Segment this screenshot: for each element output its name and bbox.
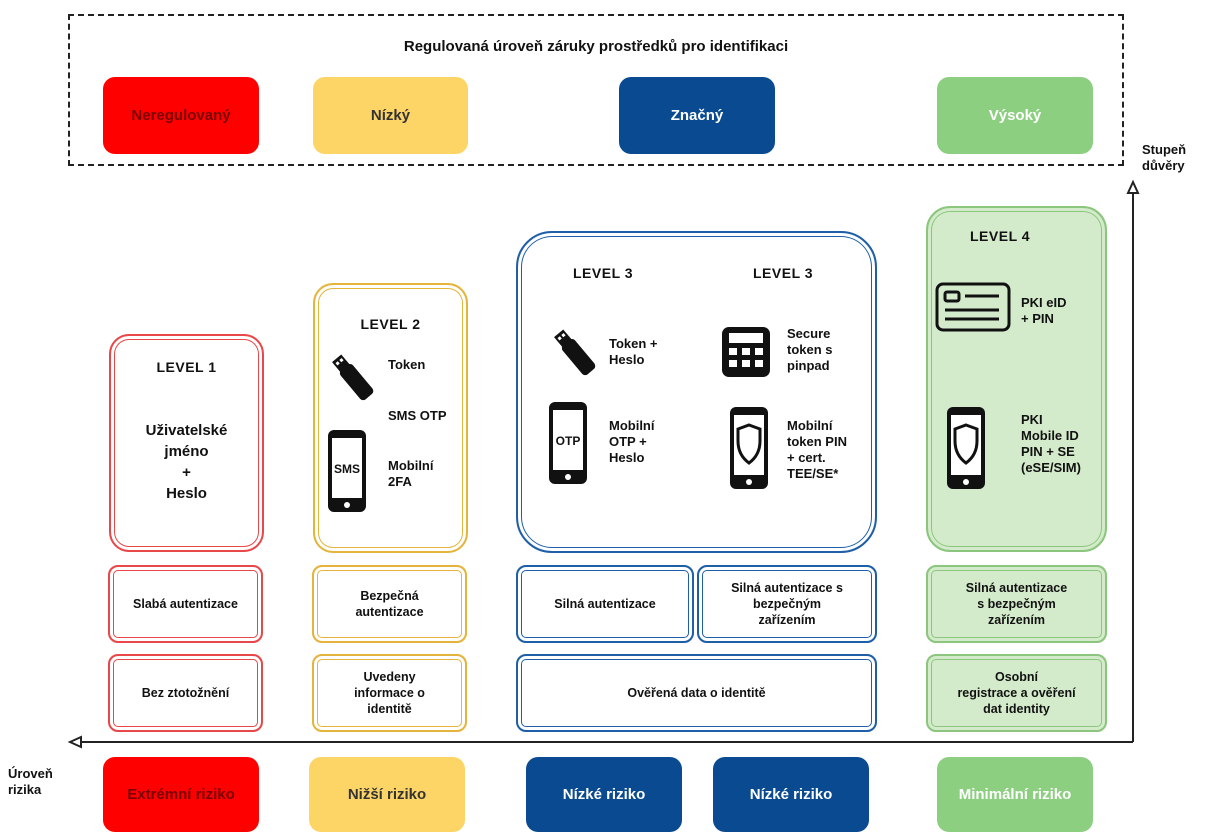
level3a-auth: Silná autentizace: [516, 565, 694, 643]
assurance-title: Regulovaná úroveň záruky prostředků pro …: [403, 38, 789, 55]
level1-title: LEVEL 1: [156, 359, 217, 375]
sms-phone-text: SMS: [333, 462, 360, 476]
level3b-title: LEVEL 3: [753, 265, 814, 281]
risk-lower: Nižší riziko: [309, 757, 465, 832]
level3-identity: Ověřená data o identitě: [516, 654, 877, 732]
level4-title: LEVEL 4: [970, 228, 1031, 244]
usb-token-icon: [554, 329, 596, 376]
otp-phone-text: OTP: [555, 434, 581, 448]
level1-auth: Slabá autentizace: [108, 565, 263, 643]
assurance-neregulovany: Neregulovaný: [103, 77, 259, 154]
risk-extreme: Extrémní riziko: [103, 757, 259, 832]
level1-card: [109, 334, 264, 552]
shield-phone-icon: [730, 407, 768, 489]
usb-token-icon: [332, 354, 374, 401]
level2-sms-otp-label: SMS OTP: [388, 408, 447, 423]
level3a-title: LEVEL 3: [573, 265, 634, 281]
risk-low-1: Nízké riziko: [526, 757, 682, 832]
level3-card: [516, 231, 877, 553]
assurance-region: [68, 14, 1124, 166]
pinpad-token-icon: [722, 327, 770, 377]
level2-token-label: Token: [388, 357, 426, 372]
sms-phone-icon: [328, 430, 366, 512]
assurance-znacny: Značný: [619, 77, 775, 154]
level1-identity: Bez ztotožnění: [108, 654, 263, 732]
level4-card: [926, 206, 1107, 552]
level2-title: LEVEL 2: [360, 316, 421, 332]
risk-low-2: Nízké riziko: [713, 757, 869, 832]
level2-card: [313, 283, 468, 553]
assurance-nizky: Nízký: [313, 77, 468, 154]
assurance-vysoky: Výsoký: [937, 77, 1093, 154]
shield-phone-icon: [947, 407, 985, 489]
level4-pki-eid-label: PKI eID+ PIN: [1021, 295, 1067, 326]
id-card-icon: [935, 282, 1011, 332]
level3a-token-label: Token +Heslo: [609, 336, 658, 367]
otp-phone-icon: [549, 402, 587, 484]
risk-minimal: Minimální riziko: [937, 757, 1093, 832]
